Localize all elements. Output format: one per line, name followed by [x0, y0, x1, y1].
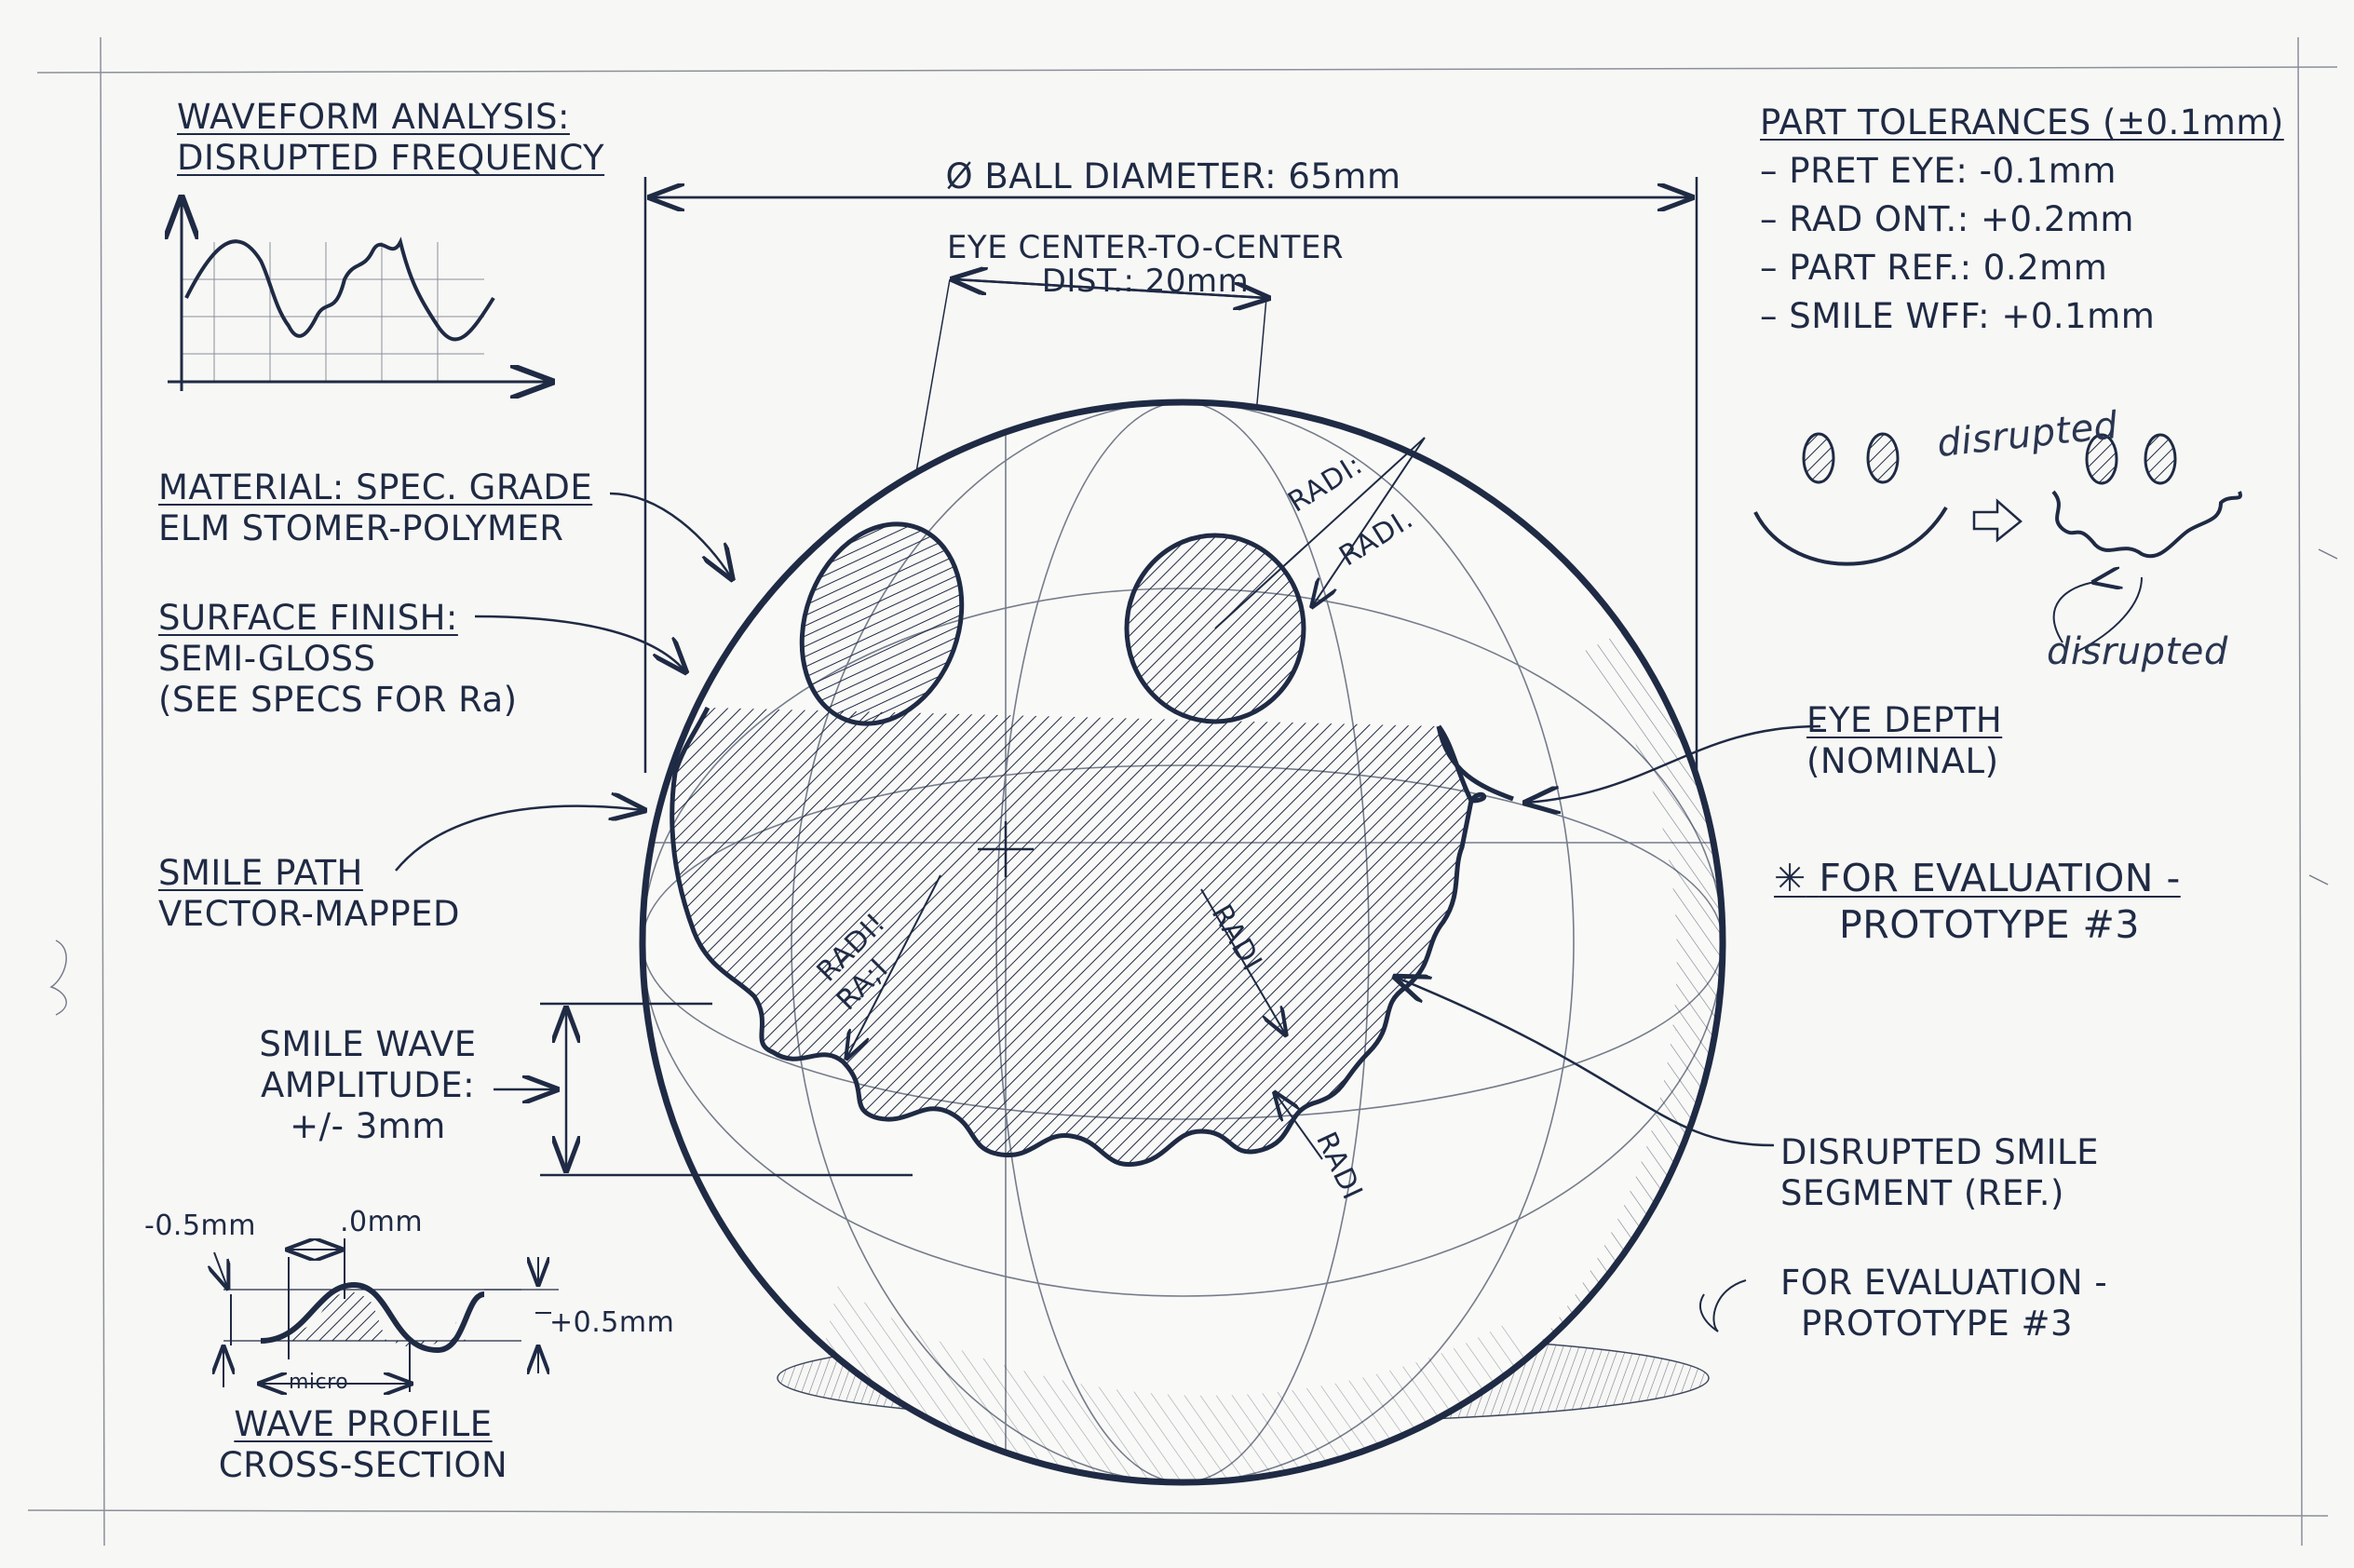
waveform-title: WAVEFORM ANALYSIS: DISRUPTED FREQUENCY — [177, 97, 604, 179]
surface-finish-line1: SURFACE FINISH: — [158, 598, 458, 638]
star-icon: ✳ — [1774, 856, 1806, 900]
eye-depth-line2: (NOMINAL) — [1806, 741, 1999, 781]
evaluation-note-2: FOR EVALUATION - PROTOTYPE #3 — [1780, 1263, 2107, 1345]
smile-path-line2: VECTOR-MAPPED — [158, 894, 461, 934]
waveform-chart — [168, 200, 549, 391]
smiley-transformation-sketch — [1753, 432, 2242, 653]
eye-depth-line1: EYE DEPTH — [1806, 700, 2003, 740]
evaluation-note: ✳ FOR EVALUATION - PROTOTYPE #3 — [1774, 855, 2181, 948]
wave-profile-title: WAVE PROFILE CROSS-SECTION — [186, 1404, 540, 1486]
eye-distance-line2: DIST.: 20mm — [1041, 263, 1250, 300]
smile-path-callout: SMILE PATH VECTOR-MAPPED — [158, 853, 460, 935]
disrupted-smile-line1: DISRUPTED SMILE — [1780, 1132, 2100, 1172]
wave-dim-top: .0mm — [340, 1206, 424, 1238]
tolerances-title: PART TOLERANCES (±0.1mm) — [1760, 102, 2284, 142]
sketch-label-bottom: disrupted — [2047, 630, 2228, 673]
disrupted-smile-line2: SEGMENT (REF.) — [1780, 1173, 2064, 1213]
evaluation-note-line1: ✳ FOR EVALUATION - — [1774, 855, 2181, 901]
part-tolerances: PART TOLERANCES (±0.1mm) – PRET EYE: -0.… — [1760, 99, 2284, 341]
diameter-dimension — [643, 177, 1698, 773]
tolerance-item: – SMILE WFF: +0.1mm — [1760, 296, 2156, 336]
callout-leaders — [395, 492, 1821, 1332]
frame-lines — [27, 36, 2338, 1547]
tolerance-item: – PRET EYE: -0.1mm — [1760, 151, 2117, 191]
eye-distance-line1: EYE CENTER-TO-CENTER — [946, 229, 1345, 266]
radius-leaders — [847, 437, 1426, 1160]
wave-dim-left: -0.5mm — [144, 1210, 256, 1242]
wave-profile-title-line1: WAVE PROFILE — [234, 1404, 493, 1444]
smile-path-line1: SMILE PATH — [158, 853, 363, 893]
evaluation-note-line2: PROTOTYPE #3 — [1839, 902, 2140, 947]
amplitude-line3: +/- 3mm — [290, 1106, 446, 1146]
evaluation-note-2-line2: PROTOTYPE #3 — [1801, 1304, 2074, 1344]
wave-micro-label: micro — [289, 1371, 349, 1394]
waveform-title-line2: DISRUPTED FREQUENCY — [177, 138, 605, 178]
amplitude-line2: AMPLITUDE: — [260, 1065, 476, 1105]
amplitude-dimension — [494, 1002, 913, 1177]
eye-depth-callout: EYE DEPTH (NOMINAL) — [1806, 700, 2002, 782]
amplitude-callout: SMILE WAVE AMPLITUDE: +/- 3mm — [233, 1024, 503, 1147]
diameter-label: Ø BALL DIAMETER: 65mm — [945, 156, 1401, 196]
tolerance-item: – PART REF.: 0.2mm — [1760, 248, 2108, 288]
edge-marks — [49, 548, 2338, 1016]
amplitude-line1: SMILE WAVE — [259, 1024, 477, 1064]
waveform-title-line1: WAVEFORM ANALYSIS: — [177, 97, 570, 137]
wave-profile-title-line2: CROSS-SECTION — [218, 1445, 508, 1485]
wave-dim-right: +0.5mm — [549, 1306, 675, 1339]
material-callout: MATERIAL: SPEC. GRADE ELM STOMER-POLYMER — [158, 467, 592, 549]
tolerance-item: – RAD ONT.: +0.2mm — [1760, 199, 2134, 239]
surface-finish-line3: (SEE SPECS FOR Ra) — [158, 680, 518, 720]
surface-finish-callout: SURFACE FINISH: SEMI-GLOSS (SEE SPECS FO… — [158, 598, 518, 721]
eye-distance-label: EYE CENTER-TO-CENTER DIST.: 20mm — [894, 231, 1397, 298]
surface-finish-line2: SEMI-GLOSS — [158, 639, 376, 679]
disrupted-smile — [670, 706, 1487, 1168]
wave-profile-diagram — [214, 1238, 559, 1392]
material-line1: MATERIAL: SPEC. GRADE — [158, 467, 593, 507]
smiley-ball — [639, 399, 1726, 1486]
evaluation-note-text: FOR EVALUATION - — [1819, 856, 2181, 900]
material-line2: ELM STOMER-POLYMER — [158, 508, 564, 548]
disrupted-smile-callout: DISRUPTED SMILE SEGMENT (REF.) — [1780, 1132, 2099, 1214]
evaluation-note-2-line1: FOR EVALUATION - — [1780, 1263, 2108, 1303]
